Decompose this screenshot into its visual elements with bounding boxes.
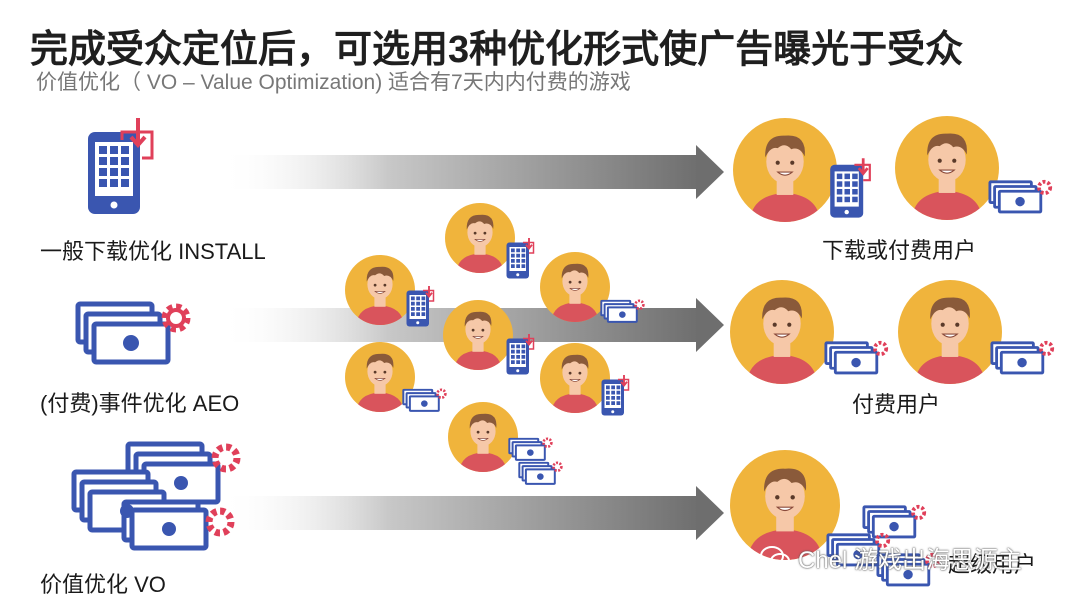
row-label-install: 一般下载优化 INSTALL bbox=[40, 239, 266, 264]
money-icon bbox=[988, 179, 1053, 214]
page-title: 完成受众定位后，可选用3种优化形式使广告曝光于受众 bbox=[30, 29, 964, 71]
money-gear-icon bbox=[75, 301, 191, 365]
watermark-text: Chel 游戏出海思源主 bbox=[798, 547, 1023, 574]
person-middle-4 bbox=[443, 300, 513, 370]
money-stack-gear-icon bbox=[71, 441, 241, 551]
watermark: Chel 游戏出海思源主 bbox=[760, 540, 1022, 575]
row-label-aeo: (付费)事件优化 AEO bbox=[40, 391, 240, 416]
person-install-1 bbox=[733, 118, 837, 222]
person-aeo-2 bbox=[898, 280, 1002, 384]
person-aeo-1 bbox=[730, 280, 834, 384]
page-subtitle: 价值优化（ VO – Value Optimization) 适合有7天内内付费… bbox=[36, 71, 631, 94]
phone-download-icon bbox=[88, 118, 154, 214]
result-label-aeo: 付费用户 bbox=[852, 392, 941, 417]
arrow-vo bbox=[220, 486, 724, 540]
money-icon bbox=[990, 340, 1055, 375]
wechat-icon bbox=[760, 545, 790, 569]
row-label-vo: 价值优化 VO bbox=[40, 572, 166, 597]
result-label-install: 下载或付费用户 bbox=[822, 238, 977, 263]
money-icon bbox=[824, 340, 889, 375]
result-label-vo: 超级用户 bbox=[948, 552, 1037, 577]
phone-icon bbox=[505, 334, 535, 376]
arrow-install bbox=[220, 145, 724, 199]
money-icon bbox=[600, 299, 645, 324]
phone-icon bbox=[505, 238, 535, 280]
money-icon bbox=[402, 388, 447, 413]
money-icon bbox=[518, 461, 563, 486]
phone-icon bbox=[600, 375, 630, 417]
phone-icon bbox=[405, 286, 435, 328]
person-install-2 bbox=[895, 116, 999, 220]
phone-icon bbox=[828, 158, 872, 219]
